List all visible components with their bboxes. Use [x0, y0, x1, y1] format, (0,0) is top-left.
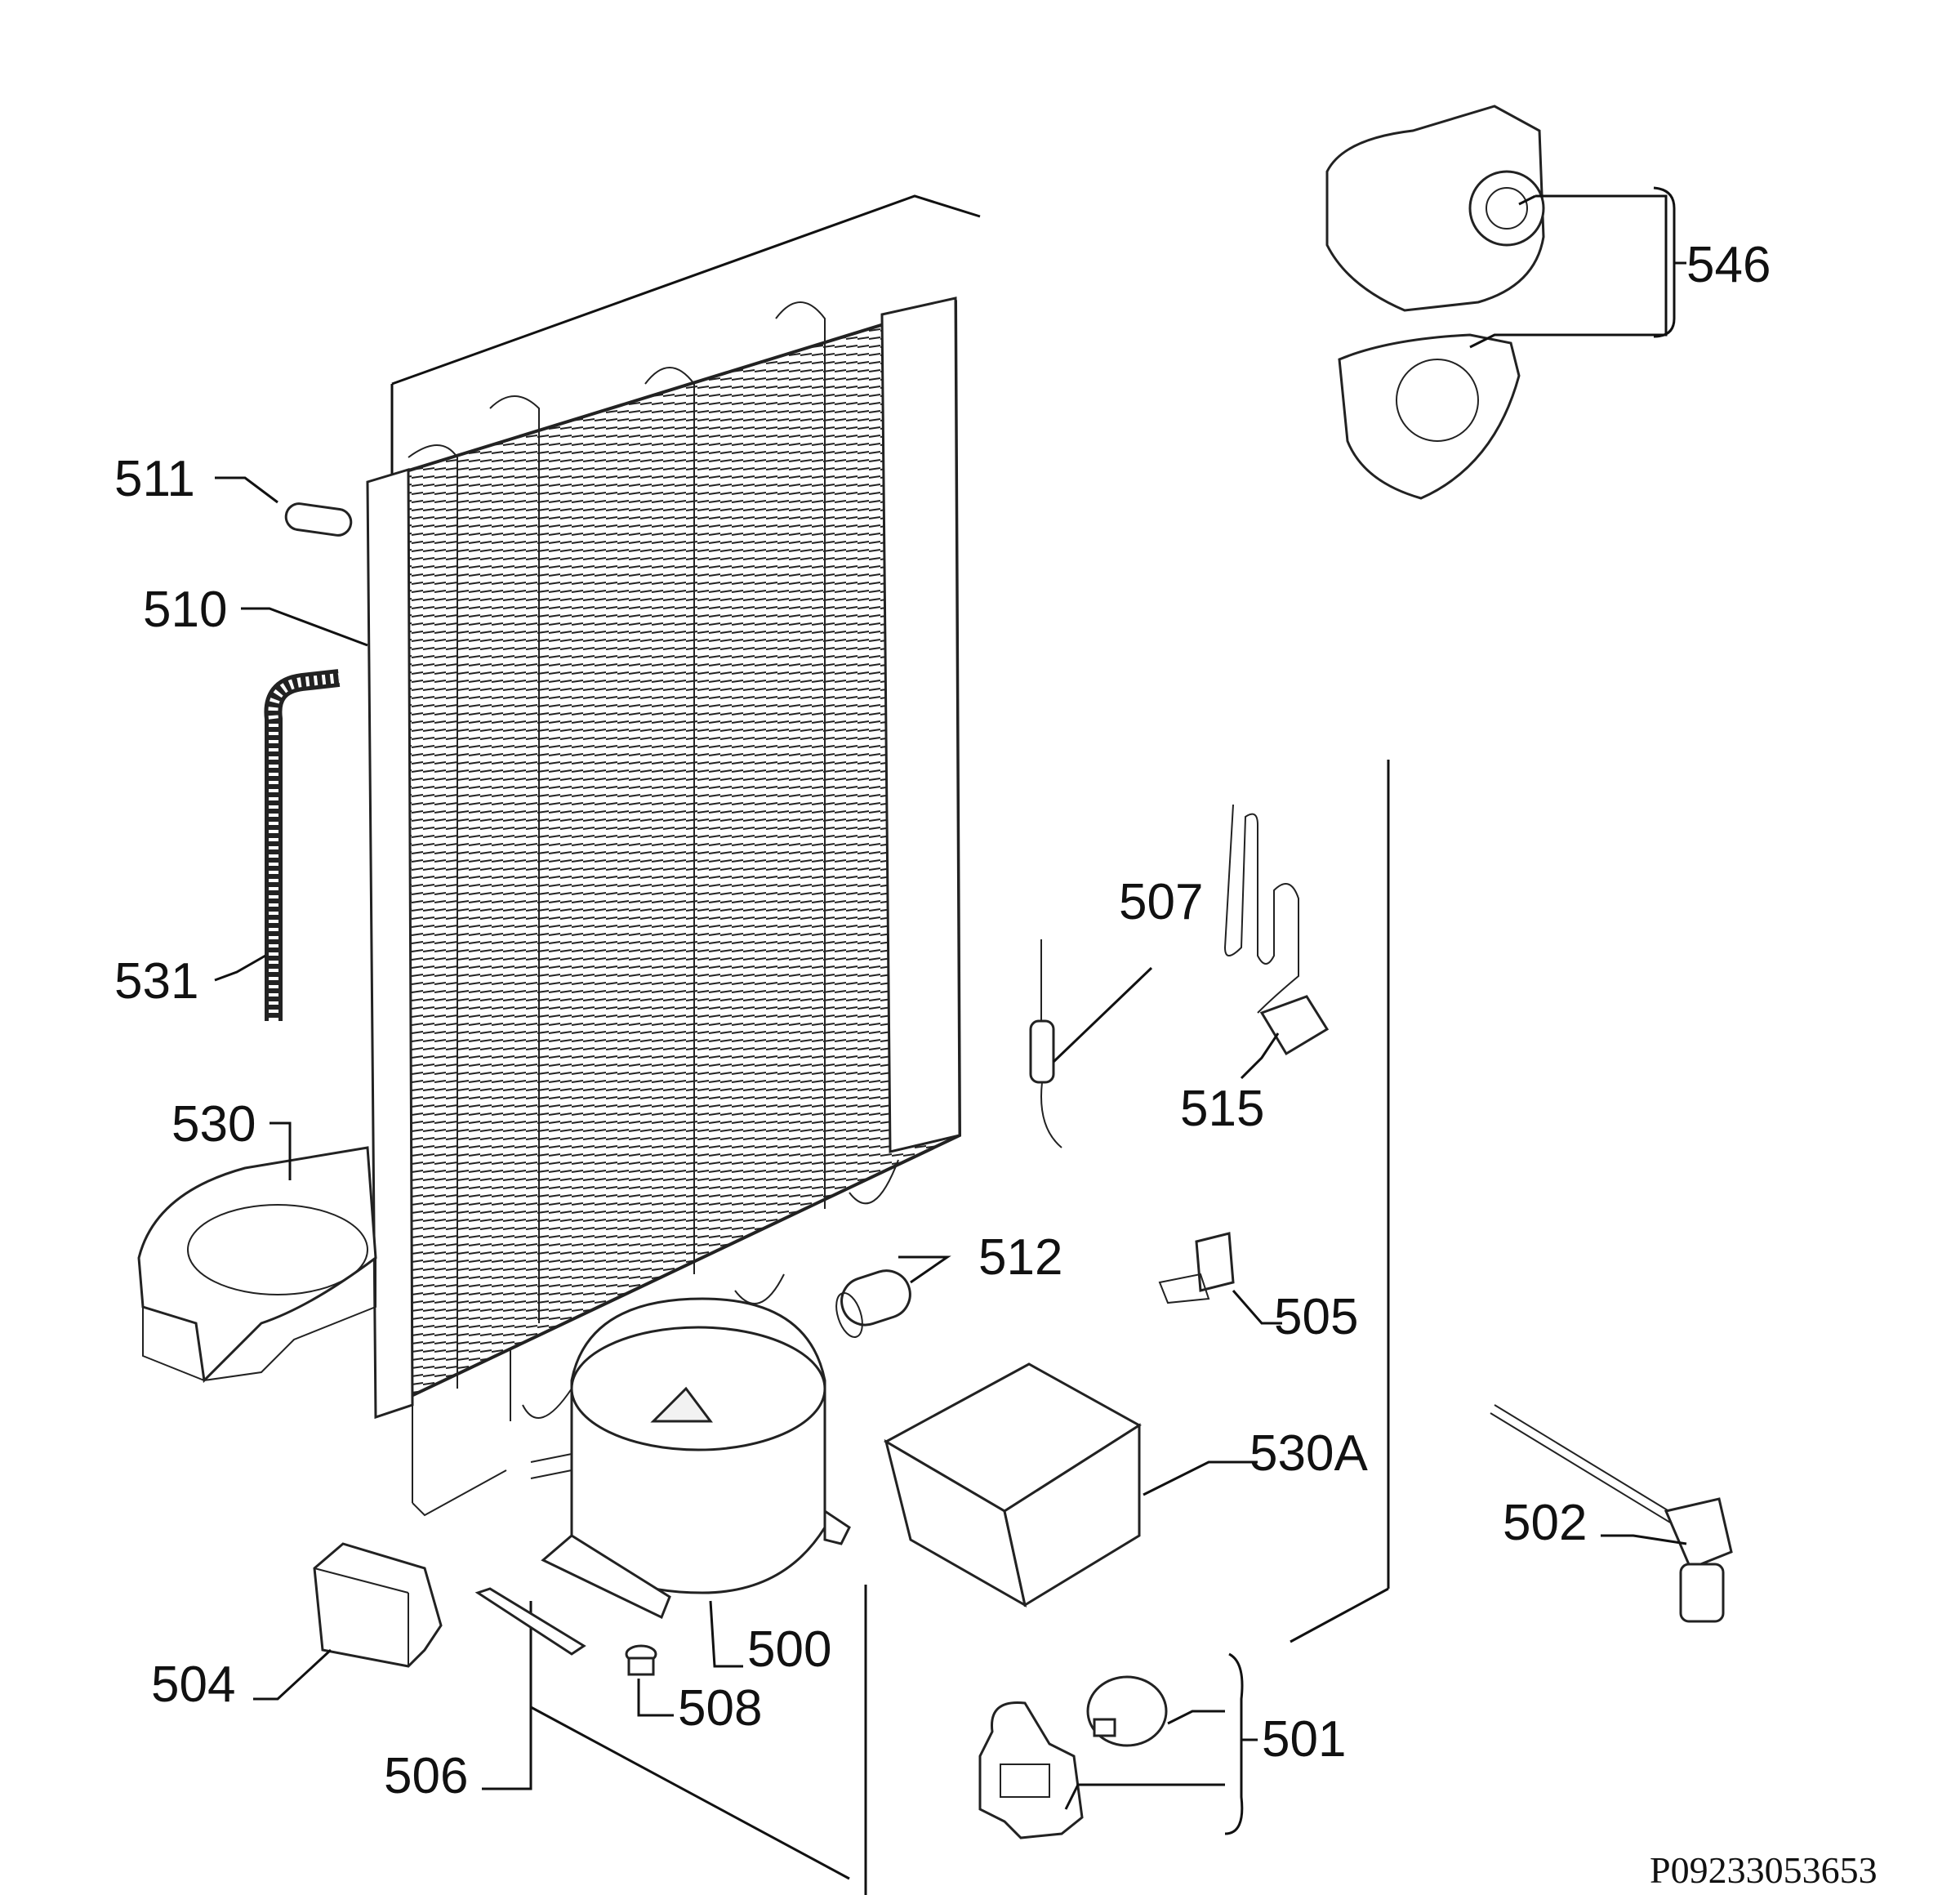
condenser — [366, 297, 962, 1503]
part-502-probe — [1490, 1404, 1733, 1623]
drawing-number: P09233053653 — [1650, 1849, 1878, 1891]
part-507-filter — [1029, 939, 1062, 1148]
part-505-clip — [1158, 1232, 1235, 1304]
part-501-starter — [978, 1675, 1168, 1839]
part-530-drip-tray — [137, 1146, 377, 1384]
part-506-bracket — [474, 1587, 586, 1656]
label-500: 500 — [747, 1621, 831, 1678]
label-506: 506 — [384, 1748, 468, 1804]
part-531-drain-hose — [264, 669, 341, 1021]
part-labels: 511 510 531 530 512 507 515 505 530A 502… — [114, 237, 1878, 1891]
label-511: 511 — [114, 451, 195, 507]
label-515: 515 — [1180, 1081, 1264, 1137]
part-515-power-cord — [1223, 804, 1330, 1056]
label-530: 530 — [172, 1096, 256, 1153]
label-502: 502 — [1503, 1495, 1587, 1551]
label-531: 531 — [114, 953, 198, 1010]
label-510: 510 — [143, 582, 227, 638]
part-546-fan-assembly — [1325, 105, 1545, 500]
part-511-pipe-sleeve — [284, 502, 353, 537]
leader-lines — [214, 186, 1687, 1835]
part-504-relay — [313, 1542, 443, 1668]
label-512: 512 — [978, 1229, 1062, 1286]
label-505: 505 — [1274, 1289, 1358, 1345]
label-501: 501 — [1262, 1711, 1346, 1768]
part-500-compressor — [412, 1297, 851, 1620]
part-530A-cover — [883, 1362, 1142, 1607]
part-508-grommet — [625, 1644, 657, 1676]
label-507: 507 — [1119, 874, 1203, 930]
label-504: 504 — [151, 1656, 235, 1713]
label-508: 508 — [678, 1680, 762, 1737]
label-546: 546 — [1686, 237, 1771, 293]
part-512-cylinder — [835, 1269, 911, 1338]
condenser-tubes — [408, 301, 899, 1503]
label-530A: 530A — [1250, 1425, 1368, 1482]
